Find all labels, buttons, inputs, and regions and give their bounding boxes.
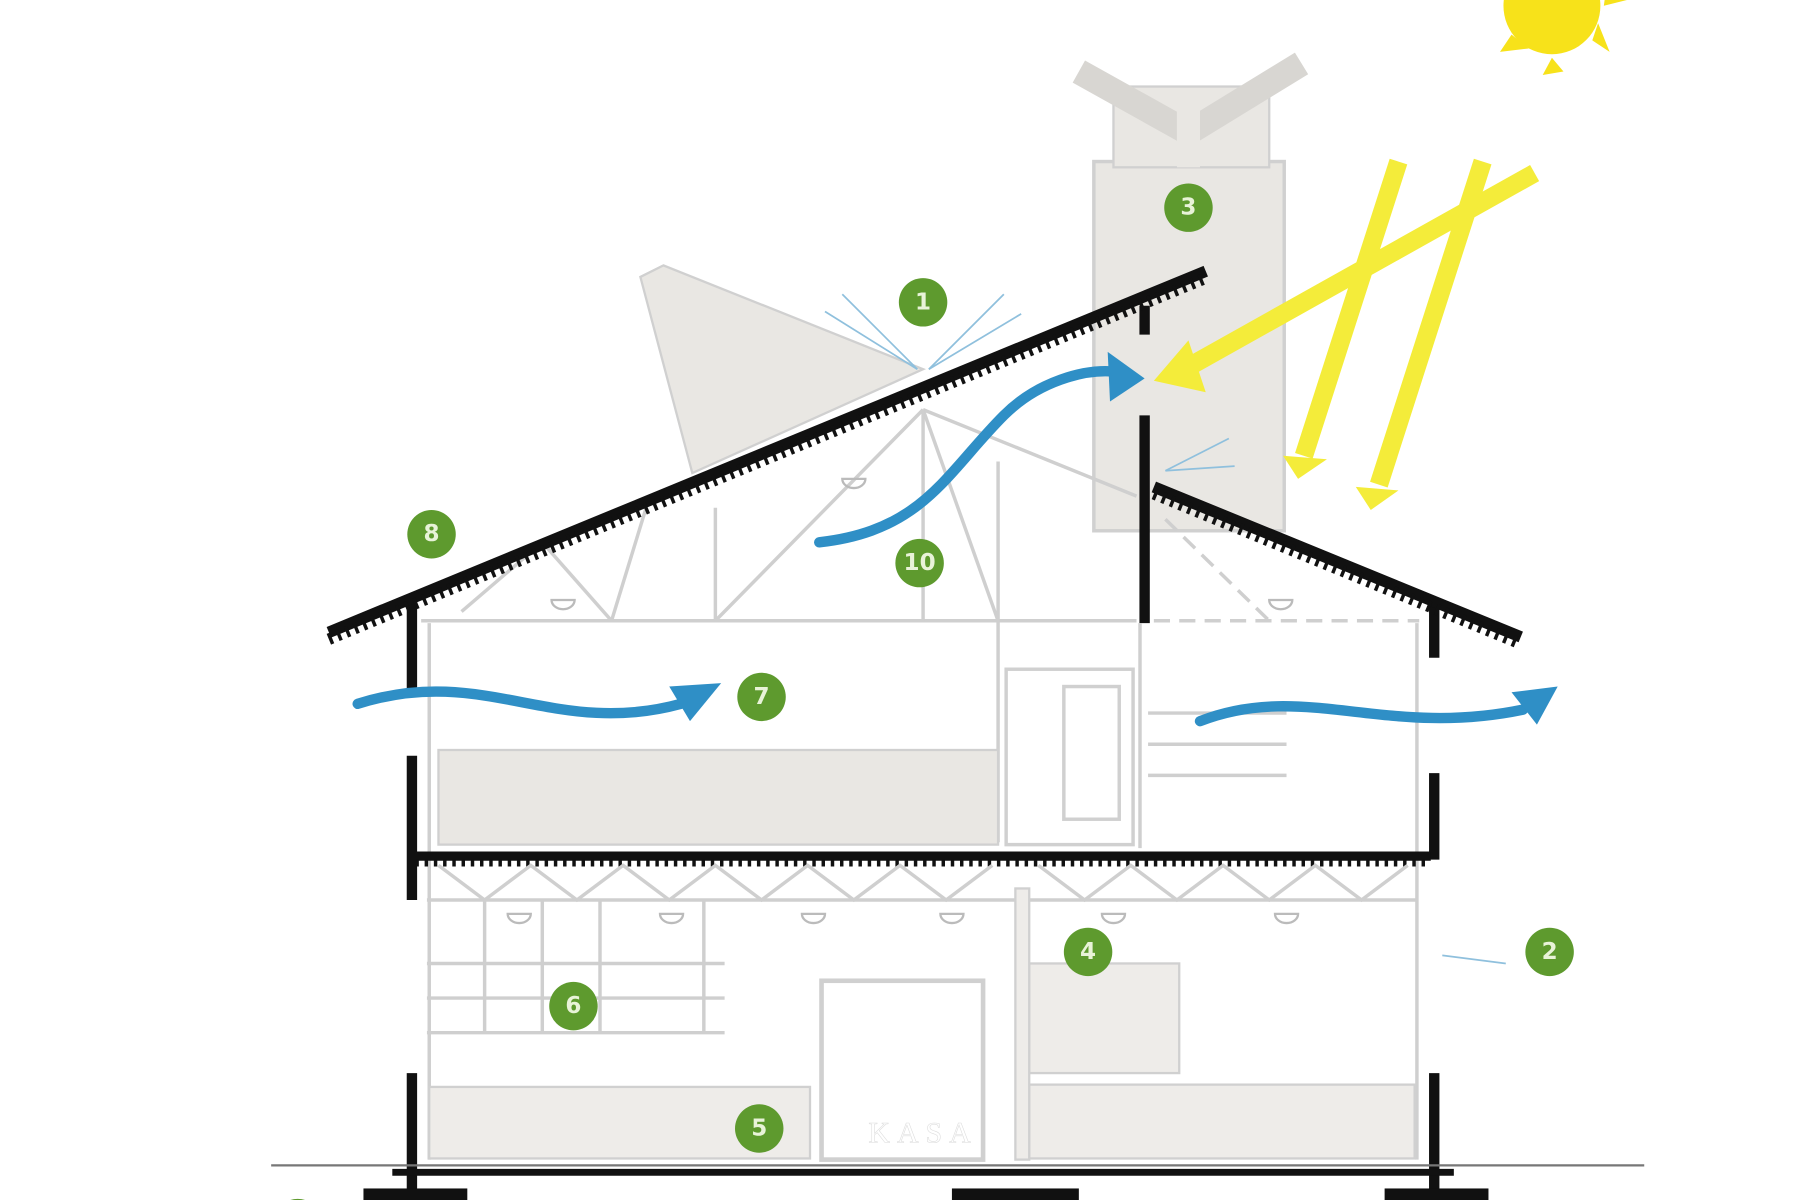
svg-text:10: 10 — [904, 550, 936, 576]
svg-text:7: 7 — [754, 684, 770, 710]
cabinet-right — [1028, 962, 1181, 1075]
label-3: 3 — [1164, 183, 1213, 232]
svg-text:3: 3 — [1180, 195, 1196, 221]
label-4: 4 — [1063, 927, 1113, 977]
label-10: 10 — [895, 538, 944, 588]
label-1: 1 — [898, 278, 948, 327]
shelving — [426, 899, 725, 1035]
svg-text:8: 8 — [424, 521, 440, 547]
roof-monitor-back — [639, 264, 927, 475]
sun-rays — [1153, 158, 1540, 510]
svg-text:5: 5 — [751, 1115, 767, 1141]
walls — [406, 305, 1440, 1200]
roof — [326, 265, 1523, 650]
svg-text:6: 6 — [565, 993, 581, 1019]
label-8: 8 — [407, 510, 456, 559]
airflow-arrows — [352, 366, 1529, 727]
svg-text:4: 4 — [1080, 939, 1096, 965]
roof-truss — [421, 408, 1420, 843]
svg-text:2: 2 — [1542, 939, 1558, 965]
sun-icon — [1500, 0, 1627, 75]
door — [1004, 667, 1135, 847]
vent-dashes — [824, 293, 1506, 965]
doorway — [819, 978, 986, 1162]
upper-wall-panel — [437, 748, 1000, 846]
label-2: 2 — [1525, 927, 1574, 977]
label-6: 6 — [549, 981, 598, 1031]
svg-text:1: 1 — [915, 289, 931, 315]
floor-slab — [415, 851, 1431, 903]
ceiling-lamps — [506, 477, 1300, 925]
watermark: KASA — [868, 1116, 977, 1149]
label-5: 5 — [735, 1104, 784, 1153]
stairs — [1148, 711, 1287, 778]
label-7: 7 — [737, 672, 786, 722]
